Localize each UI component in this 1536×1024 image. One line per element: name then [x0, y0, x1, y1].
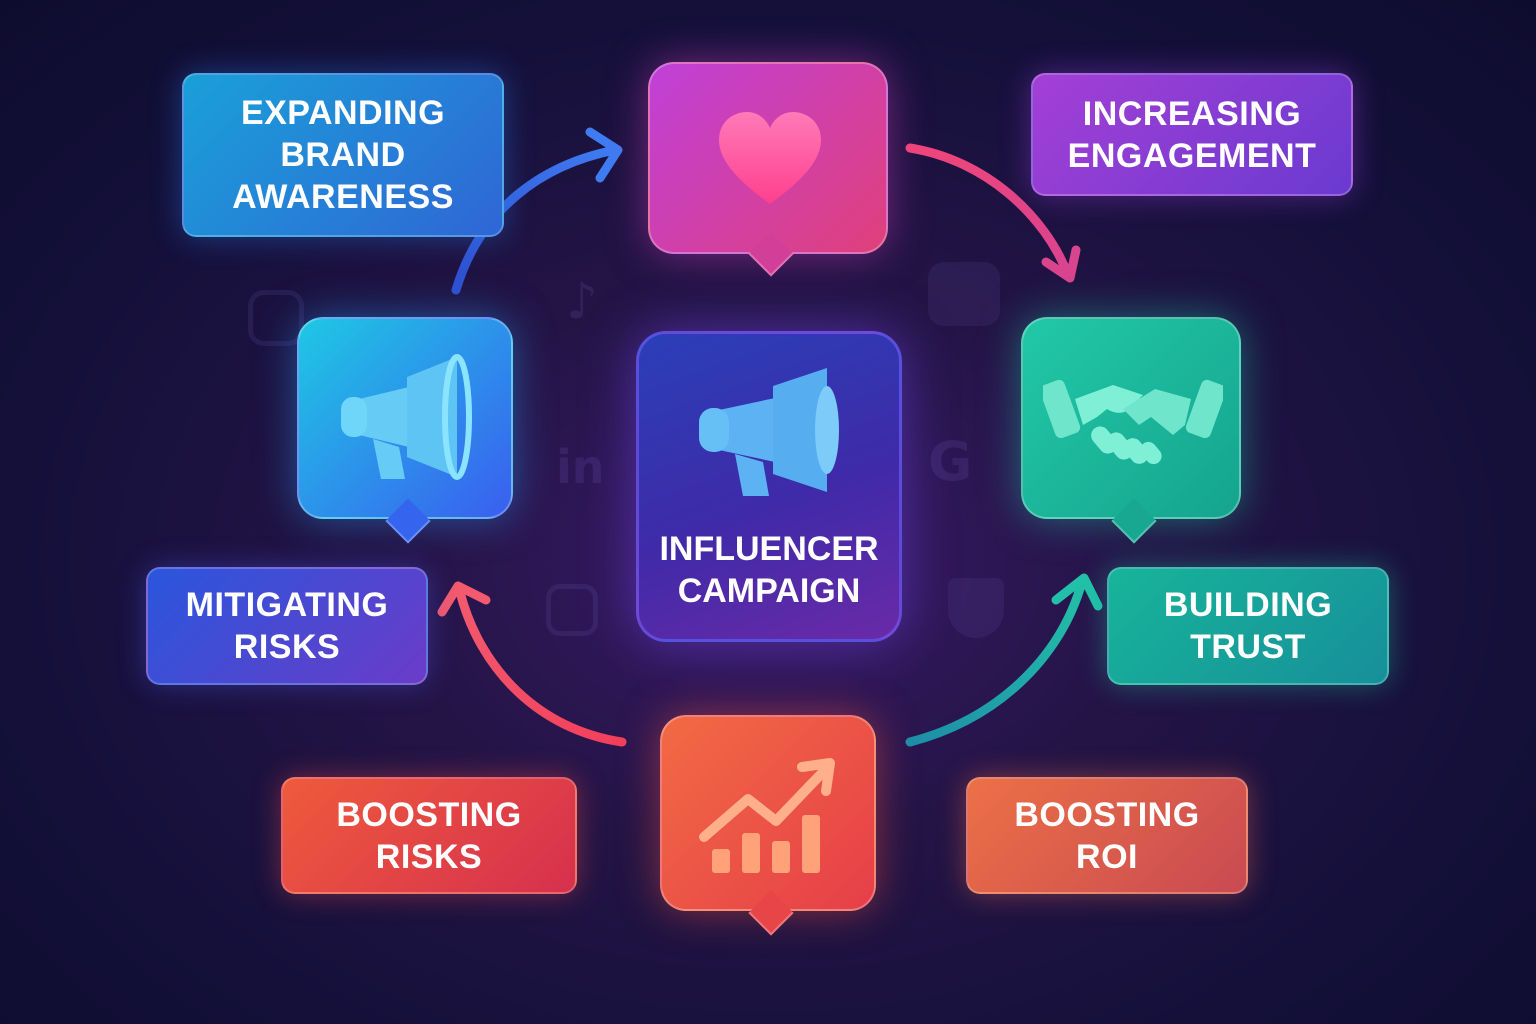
label-line: BUILDING [1163, 586, 1333, 624]
google-icon: G [928, 430, 973, 493]
instagram-icon [546, 584, 598, 636]
roi-node [660, 715, 876, 936]
label-line: BRAND [280, 136, 406, 174]
awareness-node [297, 317, 513, 544]
label-boosting-risks: BOOSTING RISKS [281, 777, 577, 894]
label-line: EXPANDING [240, 94, 446, 132]
engagement-node [648, 62, 888, 277]
megaphone-icon [699, 368, 839, 496]
tiktok-icon: ♪ [566, 272, 598, 330]
center-title-line: CAMPAIGN [677, 572, 861, 610]
linkedin-icon: in [556, 440, 605, 494]
shield-check-icon [948, 578, 1004, 638]
center-title: INFLUENCER CAMPAIGN [639, 528, 899, 612]
arrow-bottom-to-left [437, 581, 627, 747]
label-line: RISKS [375, 837, 483, 876]
label-line: ENGAGEMENT [1067, 136, 1317, 175]
instagram-icon [248, 290, 304, 346]
youtube-icon [928, 262, 1000, 326]
label-line: RISKS [233, 628, 341, 666]
arrow-bottom-to-right [905, 573, 1103, 747]
label-expanding-brand-awareness: EXPANDING BRAND AWARENESS [182, 73, 504, 237]
arrow-top-to-right [905, 143, 1081, 283]
center-title-line: INFLUENCER [659, 530, 879, 568]
label-building-trust: BUILDING TRUST [1107, 567, 1389, 685]
label-mitigating-risks: MITIGATING RISKS [146, 567, 428, 685]
growth-chart-icon [699, 758, 835, 873]
label-line: MITIGATING [185, 586, 389, 624]
label-line: AWARENESS [232, 178, 454, 216]
megaphone-icon [341, 354, 472, 480]
label-line: INCREASING [1082, 94, 1302, 133]
arrow-left-to-top [451, 127, 623, 295]
trust-node [1021, 317, 1241, 544]
label-boosting-roi: BOOSTING ROI [966, 777, 1248, 894]
label-line: BOOSTING [1014, 795, 1200, 834]
heart-icon [719, 112, 821, 204]
label-increasing-engagement: INCREASING ENGAGEMENT [1031, 73, 1353, 196]
label-line: TRUST [1190, 628, 1306, 666]
handshake-icon [1043, 379, 1223, 465]
influencer-campaign-node: INFLUENCER CAMPAIGN [636, 331, 902, 642]
label-line: ROI [1076, 837, 1138, 876]
label-line: BOOSTING [336, 795, 522, 834]
